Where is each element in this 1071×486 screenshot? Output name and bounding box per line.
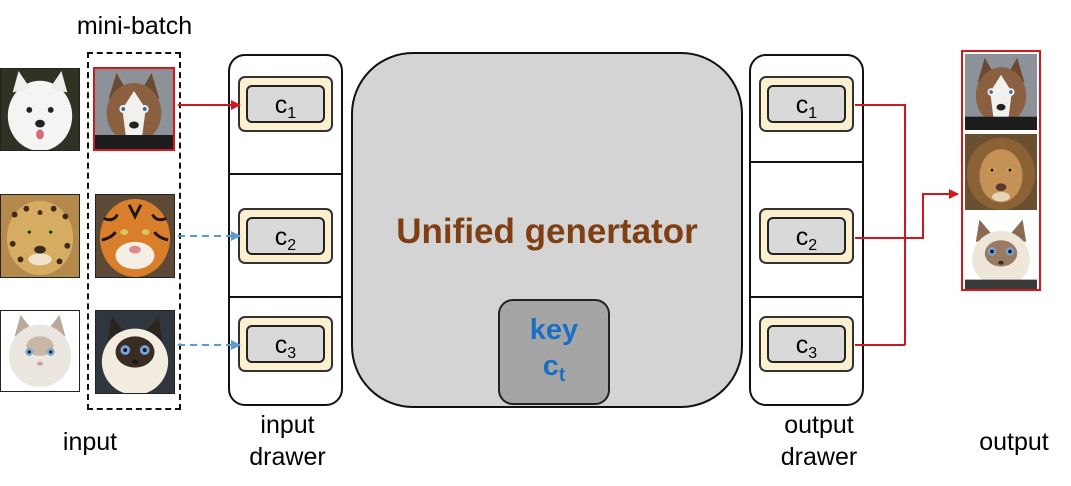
arrow-to-output bbox=[855, 189, 959, 239]
output-cat-photo bbox=[965, 214, 1037, 289]
white-cat-photo bbox=[0, 310, 80, 392]
output-slot-3-label: c3 bbox=[767, 325, 846, 363]
tiger-photo bbox=[95, 194, 175, 278]
mini-batch-box bbox=[87, 52, 181, 410]
output-drawer: c1 c2 c3 bbox=[749, 54, 864, 406]
input-drawer-divider bbox=[230, 173, 341, 175]
input-label: input bbox=[62, 428, 118, 456]
input-drawer-divider bbox=[230, 296, 341, 298]
input-slot-2-label: c2 bbox=[246, 217, 325, 255]
generator-title: Unified genertator bbox=[396, 212, 698, 251]
input-slot-2: c2 bbox=[238, 208, 333, 264]
output-slot-1: c1 bbox=[759, 76, 854, 132]
input-drawer-label-line2: drawer bbox=[249, 443, 326, 471]
output-slot-1-label: c1 bbox=[767, 85, 846, 123]
output-husky-photo bbox=[965, 54, 1037, 130]
mini-batch-label: mini-batch bbox=[76, 12, 193, 40]
input-slot-3-label: c3 bbox=[246, 325, 325, 363]
input-slot-3: c3 bbox=[238, 316, 333, 372]
input-drawer-label-line1: input bbox=[260, 411, 315, 439]
input-slot-1-label: c1 bbox=[246, 85, 325, 123]
output-slot-3: c3 bbox=[759, 316, 854, 372]
leopard-photo bbox=[0, 194, 80, 278]
input-drawer-label: input drawer bbox=[230, 409, 345, 473]
output-drawer-label: output drawer bbox=[758, 409, 880, 473]
output-drawer-divider bbox=[751, 161, 862, 163]
key-label: key bbox=[529, 314, 579, 346]
input-slot-1: c1 bbox=[238, 76, 333, 132]
himalayan-cat-photo bbox=[95, 310, 175, 394]
input-drawer: c1 c2 c3 bbox=[228, 54, 343, 406]
key-box: key ct bbox=[498, 299, 610, 405]
output-drawer-divider bbox=[751, 296, 862, 298]
husky-photo[interactable] bbox=[93, 67, 175, 151]
key-code: ct bbox=[542, 350, 566, 386]
output-column bbox=[961, 50, 1041, 291]
output-label: output bbox=[979, 428, 1049, 456]
output-slot-2-label: c2 bbox=[767, 217, 846, 255]
unified-generator: Unified genertator key ct bbox=[351, 52, 743, 408]
output-drawer-label-line1: output bbox=[784, 411, 854, 439]
output-slot-2: c2 bbox=[759, 208, 854, 264]
output-drawer-label-line2: drawer bbox=[780, 443, 858, 471]
output-lion-photo bbox=[965, 134, 1037, 210]
white-dog-photo bbox=[0, 68, 80, 151]
output-connector-1 bbox=[855, 104, 906, 345]
